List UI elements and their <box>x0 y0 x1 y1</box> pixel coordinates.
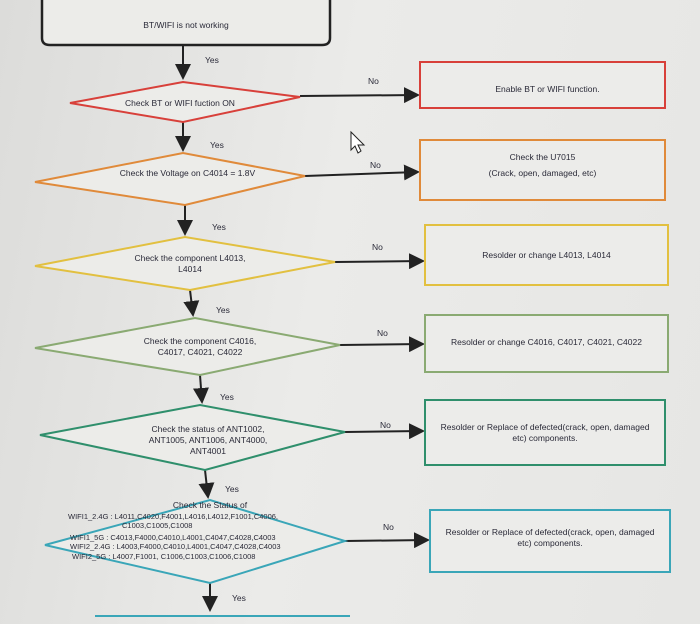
action-4-text: Resolder or change C4016, C4017, C4021, … <box>451 337 642 347</box>
decision-4 <box>34 316 341 377</box>
yes-label: Yes <box>232 593 246 603</box>
action-2-line1: Check the U7015 <box>509 152 576 162</box>
action-2-line2: (Crack, open, damaged, etc) <box>488 168 597 178</box>
action-box-3 <box>424 224 669 286</box>
action-box-4 <box>424 314 669 373</box>
action-3-text: Resolder or change L4013, L4014 <box>482 250 611 260</box>
yes-label: Yes <box>205 55 219 65</box>
no-label: No <box>372 242 383 252</box>
action-5-text: Resolder or Replace of defected(crack, o… <box>440 422 650 443</box>
yes-label: Yes <box>225 484 239 494</box>
action-box-2 <box>419 139 666 201</box>
action-box-6 <box>429 509 671 573</box>
mouse-cursor-icon <box>350 130 366 154</box>
decision-6-line: WIFI2_5G : L4007,F1001, C1006,C1003,C100… <box>72 552 256 561</box>
decision-1-text: Check BT or WIFI fuction ON <box>125 98 235 108</box>
no-label: No <box>383 522 394 532</box>
decision-5-text: Check the status of ANT1002, ANT1005, AN… <box>148 424 268 456</box>
decision-1 <box>69 80 301 124</box>
decision-3-text: Check the component L4013, L4014 <box>134 253 246 274</box>
no-label: No <box>368 76 379 86</box>
decision-5 <box>39 403 346 472</box>
no-label: No <box>377 328 388 338</box>
decision-6 <box>44 498 349 585</box>
decision-3 <box>34 235 336 292</box>
decision-6-line: WIFI1_5G : C4013,F4000,C4010,L4001,C4047… <box>70 533 276 542</box>
action-1-text: Enable BT or WIFI function. <box>495 84 600 94</box>
decision-6-line: WIFI2_2.4G : L4003,F4000,C4010,L4001,C40… <box>70 542 281 551</box>
decision-2 <box>34 151 306 207</box>
decision-6-title: Check the Status of <box>172 500 248 510</box>
yes-label: Yes <box>212 222 226 232</box>
start-text: BT/WIFI is not working <box>143 20 229 30</box>
action-box-1 <box>419 61 666 109</box>
start-box <box>40 0 332 47</box>
decision-4-text: Check the component C4016, C4017, C4021,… <box>143 336 257 357</box>
yes-label: Yes <box>216 305 230 315</box>
decision-6-line: C1003,C1005,C1008 <box>122 521 193 530</box>
decision-6-line: WIFI1_2.4G : L4011,C4020,F4001,L4016,L40… <box>68 512 279 521</box>
no-label: No <box>370 160 381 170</box>
action-box-5 <box>424 399 666 466</box>
no-label: No <box>380 420 391 430</box>
action-6-text: Resolder or Replace of defected(crack, o… <box>445 527 655 548</box>
yes-label: Yes <box>210 140 224 150</box>
yes-label: Yes <box>220 392 234 402</box>
decision-2-text: Check the Voltage on C4014 = 1.8V <box>119 168 256 178</box>
